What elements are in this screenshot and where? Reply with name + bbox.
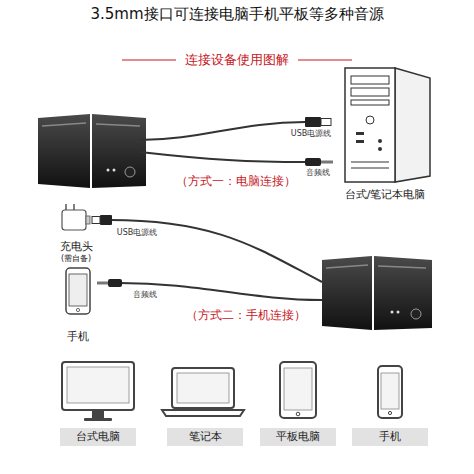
speaker-pair <box>322 256 432 330</box>
desktop-tower <box>366 116 374 124</box>
speaker-pair <box>378 266 426 268</box>
monitor-icon <box>92 410 104 418</box>
phone-icon <box>378 366 402 418</box>
speaker-pair <box>397 311 400 314</box>
cable <box>140 117 333 166</box>
node-label: 台式电脑 <box>76 430 120 444</box>
cable <box>140 152 305 162</box>
tablet-icon <box>296 412 300 416</box>
desktop-tower <box>395 68 430 182</box>
cable <box>120 283 322 300</box>
page-title: 3.5mm接口可连接电脑手机平板等多种音源 <box>0 4 474 24</box>
cable-label: 音频线 <box>133 290 157 300</box>
cable <box>305 117 321 127</box>
cable-label: USB电源线 <box>291 129 331 139</box>
laptop-icon <box>172 368 234 408</box>
desktop-tower <box>345 68 430 182</box>
cable <box>321 119 331 126</box>
header-rule <box>298 60 352 61</box>
speaker-pair <box>326 265 368 268</box>
label-bar: 笔记本 <box>167 428 243 446</box>
cable-label: USB电源线 <box>117 228 157 238</box>
cable <box>92 215 322 300</box>
desktop-tower <box>351 162 389 163</box>
cable <box>97 282 108 285</box>
charger-icon <box>86 216 90 224</box>
charger-icon <box>62 210 86 230</box>
charger-icon <box>65 204 67 210</box>
node-note: (需自备) <box>61 254 91 264</box>
laptop-icon <box>162 368 244 416</box>
speaker-pair <box>125 167 135 177</box>
speaker-pair <box>42 123 86 126</box>
speaker-pair <box>107 169 110 172</box>
phone-icon <box>388 411 391 414</box>
tablet-icon <box>280 362 316 418</box>
node-label: 笔记本 <box>189 430 222 444</box>
method-label: （方式二：手机连接） <box>186 308 306 322</box>
device-label-box: 手机 <box>48 266 108 344</box>
desktop-tower <box>351 76 389 84</box>
speaker-pair <box>391 311 394 314</box>
desktop-tower <box>356 140 364 143</box>
node-label: 平板电脑 <box>276 430 320 444</box>
charger-icon <box>62 204 90 230</box>
monitor-icon <box>62 362 134 421</box>
speaker-pair <box>411 309 421 319</box>
laptop-icon <box>177 373 229 403</box>
device-label-box: 充电头(需自备) <box>44 206 108 264</box>
speaker-pair <box>322 256 372 330</box>
tablet-icon <box>280 362 316 418</box>
header-rule <box>122 60 176 61</box>
node-label: 手机 <box>67 330 89 344</box>
desktop-tower <box>351 88 389 96</box>
phone-icon <box>381 373 399 409</box>
monitor-icon <box>62 362 134 410</box>
speaker-pair <box>96 124 140 126</box>
node-label: 台式/笔记本电脑 <box>345 188 426 202</box>
method-label: （方式一：电脑连接） <box>176 174 296 188</box>
device-label-box: 台式/笔记本电脑 <box>330 64 440 202</box>
cable <box>92 217 100 224</box>
cable <box>100 215 112 225</box>
speaker-pair <box>38 114 90 188</box>
phone-icon <box>76 308 79 311</box>
desktop-tower <box>378 139 382 143</box>
speaker-pair <box>38 114 146 188</box>
monitor-icon <box>67 367 129 403</box>
cable <box>110 220 322 282</box>
desktop-tower <box>356 132 364 135</box>
cable <box>140 122 305 140</box>
node-label: 充电头 <box>60 240 93 254</box>
phone-icon <box>69 274 87 306</box>
speaker-pair <box>374 256 432 330</box>
desktop-tower <box>378 147 382 151</box>
phone-icon <box>66 268 90 314</box>
speaker-pair <box>92 114 146 188</box>
phone-icon <box>378 366 402 418</box>
phone-icon <box>66 268 90 314</box>
desktop-tower <box>351 168 389 169</box>
monitor-icon <box>84 418 112 421</box>
desktop-tower <box>345 68 395 182</box>
charger-icon <box>73 204 75 210</box>
cable-label: 音频线 <box>306 168 330 178</box>
cable <box>321 161 333 164</box>
cable <box>305 158 321 166</box>
tablet-icon <box>284 368 312 410</box>
node-label: 手机 <box>379 430 401 444</box>
speaker-pair <box>113 169 116 172</box>
desktop-tower <box>351 100 389 105</box>
section-heading: 连接设备使用图解 <box>185 52 289 68</box>
cable <box>108 279 122 287</box>
label-bar: 台式电脑 <box>60 428 136 446</box>
label-bar: 平板电脑 <box>260 428 336 446</box>
laptop-icon <box>162 410 244 416</box>
label-bar: 手机 <box>352 428 428 446</box>
